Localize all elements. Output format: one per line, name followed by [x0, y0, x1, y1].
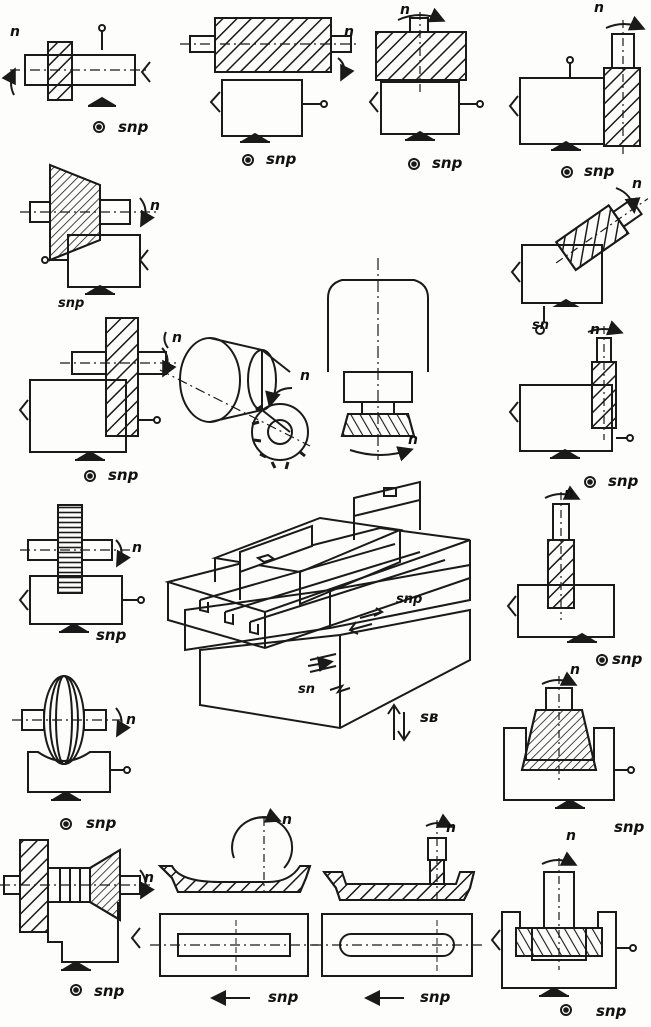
label-n-10: n	[408, 432, 418, 448]
scheme-plain-milling-small	[1, 24, 151, 133]
label-n-16: n	[282, 812, 292, 828]
label-snp-7: snp	[608, 472, 639, 490]
scheme-slab-milling	[180, 17, 360, 166]
scheme-inclined-end-milling	[510, 187, 649, 335]
label-snp-3: snp	[432, 154, 463, 172]
label-n-11: n	[132, 540, 142, 556]
scheme-key-slot-milling	[312, 813, 482, 1006]
label-snp-8: snp	[96, 626, 127, 644]
label-snp-table: snp	[396, 592, 423, 607]
label-n-4: n	[594, 0, 604, 16]
label-snp-2: snp	[266, 150, 297, 168]
scheme-face-milling-vertical	[368, 7, 484, 170]
scheme-shank-form-cutter	[159, 331, 311, 470]
label-snp-1: snp	[118, 118, 149, 136]
label-n-6: n	[632, 176, 642, 192]
scheme-slot-end-milling	[506, 485, 615, 666]
label-n-5: n	[150, 198, 160, 214]
scheme-end-milling-side	[508, 15, 646, 178]
label-n-14: n	[570, 662, 580, 678]
label-n-3: n	[400, 2, 410, 18]
label-snp-4: snp	[584, 162, 615, 180]
label-n-7: n	[172, 330, 182, 346]
label-n-2: n	[344, 24, 354, 40]
label-n-18: n	[566, 828, 576, 844]
label-snp-5: snp	[58, 296, 85, 311]
scheme-t-slot-milling	[490, 851, 637, 1016]
label-snp-11: snp	[614, 818, 645, 836]
label-sn-table: sn	[298, 682, 315, 697]
machine-spindle	[327, 258, 429, 462]
scheme-disc-groove-milling	[150, 807, 318, 1006]
scheme-disc-cutter-milling	[18, 317, 180, 482]
label-n-17: n	[446, 820, 456, 836]
label-n-15: n	[144, 870, 154, 886]
label-n-8: n	[300, 368, 310, 384]
machine-table-vice	[164, 480, 471, 742]
scheme-form-milling-convex	[12, 675, 131, 830]
label-n-12: n	[564, 486, 574, 502]
label-snp-15: snp	[596, 1002, 627, 1020]
label-n-13: n	[126, 712, 136, 728]
label-snp-12: snp	[94, 982, 125, 1000]
label-sn-1: sn	[532, 318, 549, 333]
label-snp-14: snp	[420, 988, 451, 1006]
scheme-cutter-set-milling	[0, 839, 155, 996]
label-snp-6: snp	[108, 466, 139, 484]
label-snp-13: snp	[268, 988, 299, 1006]
label-n-1: n	[10, 24, 20, 40]
scheme-vertical-end-milling	[508, 320, 634, 488]
scheme-gang-gear-milling	[18, 504, 145, 633]
label-snp-9: snp	[612, 650, 643, 668]
scheme-angle-milling	[20, 163, 160, 295]
scheme-dovetail-milling	[503, 671, 635, 809]
label-sv-table: sв	[420, 708, 439, 726]
label-n-9: n	[590, 322, 600, 338]
label-snp-10: snp	[86, 814, 117, 832]
